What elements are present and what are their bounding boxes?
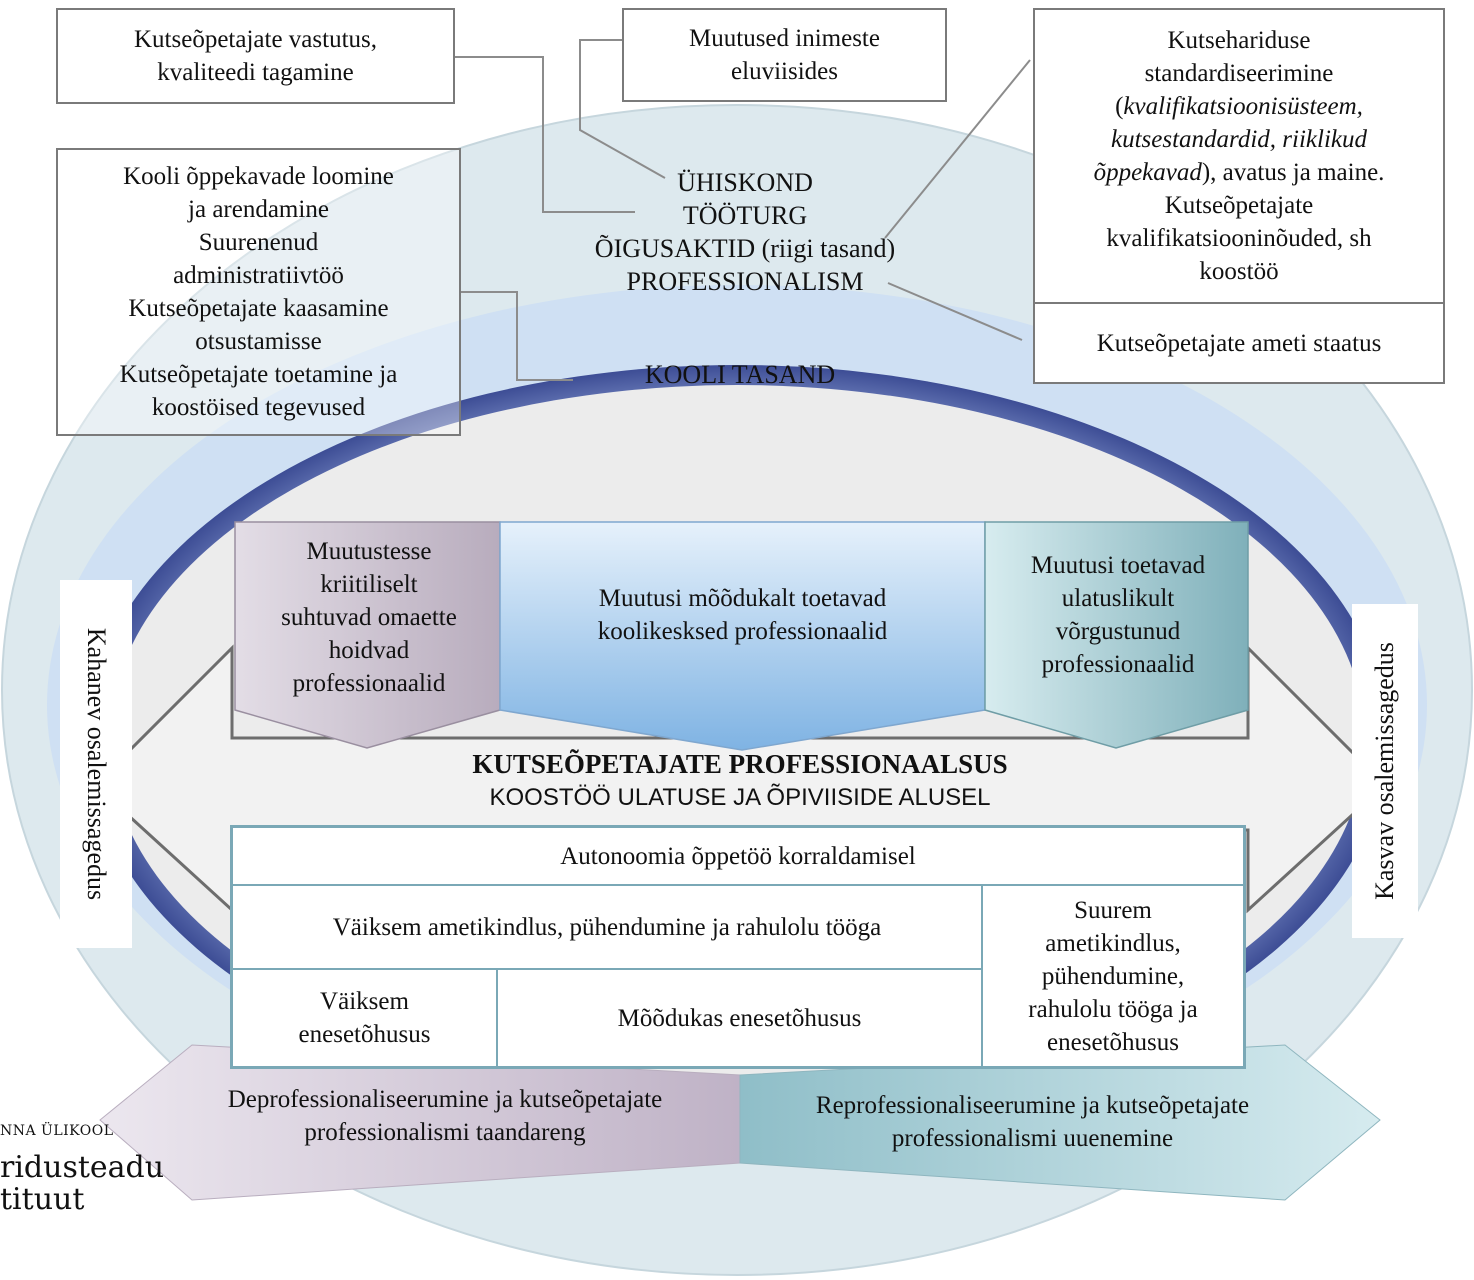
group-networked-label: Muutusi toetavad ulatuslikult võrgustunu… — [1030, 552, 1206, 678]
standardization-part2: ), avatus ja maine. Kutseõpetajate kvali… — [1106, 159, 1385, 285]
responsibility-box: Kutseõpetajate vastutus, kvaliteedi taga… — [56, 8, 455, 104]
footer-institute-2: tituut — [0, 1182, 85, 1217]
left-side-label: Kahanev osalemissagedus — [82, 627, 112, 901]
connector-responsibility — [455, 56, 635, 213]
right-side-panel: Kasvav osalemissagedus — [1352, 604, 1418, 938]
characteristics-table: Autonoomia õppetöö korraldamisel Väiksem… — [230, 825, 1246, 1069]
less-security-cell: Väiksem ametikindlus, pühendumine ja rah… — [233, 886, 981, 970]
school-level-label: KOOLI TASAND — [644, 360, 836, 389]
connector-lines — [455, 39, 1031, 381]
school-curriculum-box: Kooli õppekavade loomine ja arendamine S… — [56, 148, 461, 436]
group-networked-shape — [984, 521, 1249, 749]
society-level-label: ÜHISKOND TÖÖTURG ÕIGUSAKTID (riigi tasan… — [594, 168, 896, 296]
deprof-label: Deprofessionaliseerumine ja kutseõpetaja… — [227, 1086, 663, 1146]
responsibility-text: Kutseõpetajate vastutus, kvaliteedi taga… — [134, 26, 377, 86]
standardization-part1: Kutsehariduse standardiseerimine ( — [1115, 27, 1334, 120]
center-subtitle: KOOSTÖÖ ULATUSE JA ÕPIVIISIDE ALUSEL — [489, 784, 991, 811]
group-moderate-shape — [499, 521, 986, 751]
right-side-label: Kasvav osalemissagedus — [1370, 642, 1399, 900]
standardization-italic: kvalifikatsioonisüsteem, kutsestandardid… — [1093, 93, 1367, 186]
connector-school — [460, 291, 573, 381]
moderate-efficacy-cell: Mõõdukas enesetõhusus — [617, 1004, 862, 1032]
standardization-text: Kutsehariduse standardiseerimine (kvalif… — [1094, 24, 1385, 288]
more-security-cell: Suurem ametikindlus, pühendumine, rahulo… — [981, 886, 1243, 1066]
group-moderate-label: Muutusi mõõdukalt toetavad koolikesksed … — [597, 585, 888, 645]
standardization-box: Kutsehariduse standardiseerimine (kvalif… — [1033, 8, 1445, 304]
connector-lifestyle — [579, 39, 666, 179]
status-text: Kutseõpetajate ameti staatus — [1096, 329, 1382, 357]
group-critical-shape — [234, 521, 501, 749]
autonomy-cell: Autonoomia õppetöö korraldamisel — [233, 828, 1243, 886]
status-box: Kutseõpetajate ameti staatus — [1033, 302, 1445, 384]
footer-university: NNA ÜLIKOOL — [0, 1123, 114, 1139]
left-side-panel: Kahanev osalemissagedus — [60, 580, 132, 948]
footer-institute-1: ridusteadu — [0, 1150, 165, 1185]
lifestyle-box: Muutused inimeste eluviisides — [622, 8, 947, 102]
center-title: KUTSEÕPETAJATE PROFESSIONAALSUS — [472, 749, 1008, 779]
lifestyle-text: Muutused inimeste eluviisides — [689, 25, 880, 85]
connector-status — [887, 282, 1023, 341]
connector-standardization — [884, 59, 1031, 239]
reprof-label: Reprofessionaliseerumine ja kutseõpetaja… — [815, 1092, 1250, 1152]
less-efficacy-cell: Väiksem enesetõhusus — [233, 970, 498, 1066]
school-curriculum-text: Kooli õppekavade loomine ja arendamine S… — [119, 163, 398, 421]
group-critical-label: Muutustesse kriitiliselt suhtuvad omaett… — [281, 537, 457, 697]
